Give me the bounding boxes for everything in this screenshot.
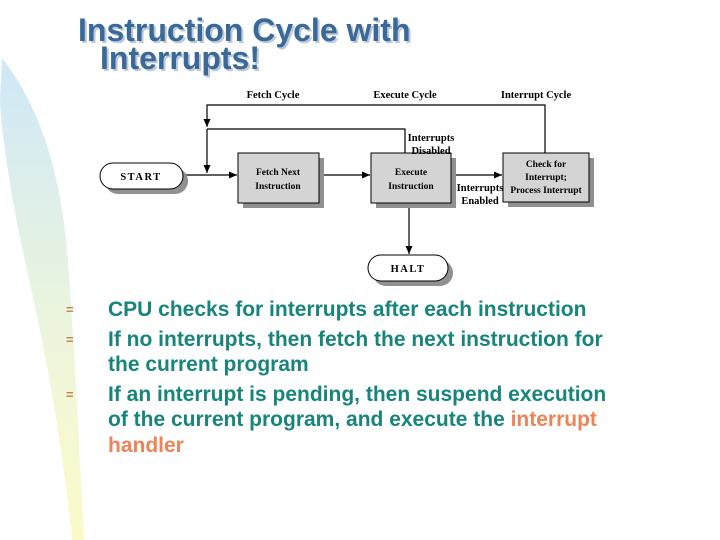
bullet-marker: = bbox=[66, 386, 74, 402]
bullet-text: If an interrupt is pending, then suspend… bbox=[108, 382, 606, 459]
execute-box bbox=[370, 152, 452, 204]
halt-label: HALT bbox=[391, 264, 426, 275]
slide-title-line2: Interrupts! bbox=[100, 40, 260, 76]
execute-cycle-label: Execute Cycle bbox=[373, 90, 437, 101]
bullet-item: = If no interrupts, then fetch the next … bbox=[62, 327, 702, 378]
text-run: CPU checks for interrupts after each ins… bbox=[108, 298, 587, 321]
execute-box-line1: Execute bbox=[395, 168, 427, 178]
check-box-line1: Check for bbox=[526, 160, 567, 170]
bullet-marker: = bbox=[66, 331, 74, 347]
start-oval bbox=[99, 162, 184, 190]
interrupt-return-edge bbox=[203, 104, 546, 153]
interrupts-enabled-line2: Enabled bbox=[461, 196, 499, 207]
check-box-line2: Interrupt; bbox=[525, 173, 567, 183]
bullet-line: CPU checks for interrupts after each ins… bbox=[108, 297, 586, 323]
halt-oval bbox=[367, 254, 449, 282]
swoosh-shape bbox=[0, 58, 84, 540]
bullet-item: = If an interrupt is pending, then suspe… bbox=[62, 382, 702, 459]
fetch-box-line1: Fetch Next bbox=[256, 168, 301, 178]
bullet-line: If no interrupts, then fetch the next in… bbox=[108, 327, 603, 353]
text-run: the current program bbox=[108, 353, 309, 376]
bullet-line: of the current program, and execute the … bbox=[108, 407, 606, 433]
bullet-text: If no interrupts, then fetch the next in… bbox=[108, 327, 603, 378]
text-run: If no interrupts, then fetch the next in… bbox=[108, 327, 603, 351]
fetch-cycle-label: Fetch Cycle bbox=[247, 90, 300, 101]
disabled-return-edge bbox=[207, 128, 406, 153]
bullet-text: CPU checks for interrupts after each ins… bbox=[108, 297, 586, 323]
bullet-line: If an interrupt is pending, then suspend… bbox=[108, 382, 606, 408]
text-run: of the current program, and execute the bbox=[108, 408, 511, 431]
bullet-line: handler bbox=[108, 433, 606, 459]
slide-title: Instruction Cycle with Interrupts! bbox=[78, 12, 411, 76]
text-run: If an interrupt is pending, then suspend… bbox=[108, 382, 607, 406]
highlight-run: handler bbox=[108, 433, 184, 457]
fetch-box bbox=[237, 152, 320, 204]
interrupts-enabled-line1: Interrupts bbox=[457, 183, 504, 194]
execute-box-line2: Instruction bbox=[388, 182, 434, 192]
check-box bbox=[502, 152, 590, 203]
bullet-line: the current program bbox=[108, 352, 603, 378]
interrupt-cycle-label: Interrupt Cycle bbox=[501, 90, 572, 101]
interrupts-disabled-line1: Interrupts bbox=[408, 133, 455, 144]
bullet-marker: = bbox=[66, 302, 74, 317]
instruction-cycle-diagram: Fetch Cycle Execute Cycle Interrupt Cycl… bbox=[99, 90, 594, 286]
fetch-box-line2: Instruction bbox=[255, 182, 301, 192]
bullet-list: = CPU checks for interrupts after each i… bbox=[62, 297, 702, 462]
slide-title-line1: Instruction Cycle with bbox=[78, 12, 411, 48]
interrupts-disabled-line2: Disabled bbox=[411, 146, 450, 157]
start-label: START bbox=[120, 172, 161, 183]
bullet-item: = CPU checks for interrupts after each i… bbox=[62, 297, 702, 323]
highlight-run: interrupt bbox=[510, 408, 597, 431]
check-box-line3: Process Interrupt bbox=[510, 186, 582, 196]
